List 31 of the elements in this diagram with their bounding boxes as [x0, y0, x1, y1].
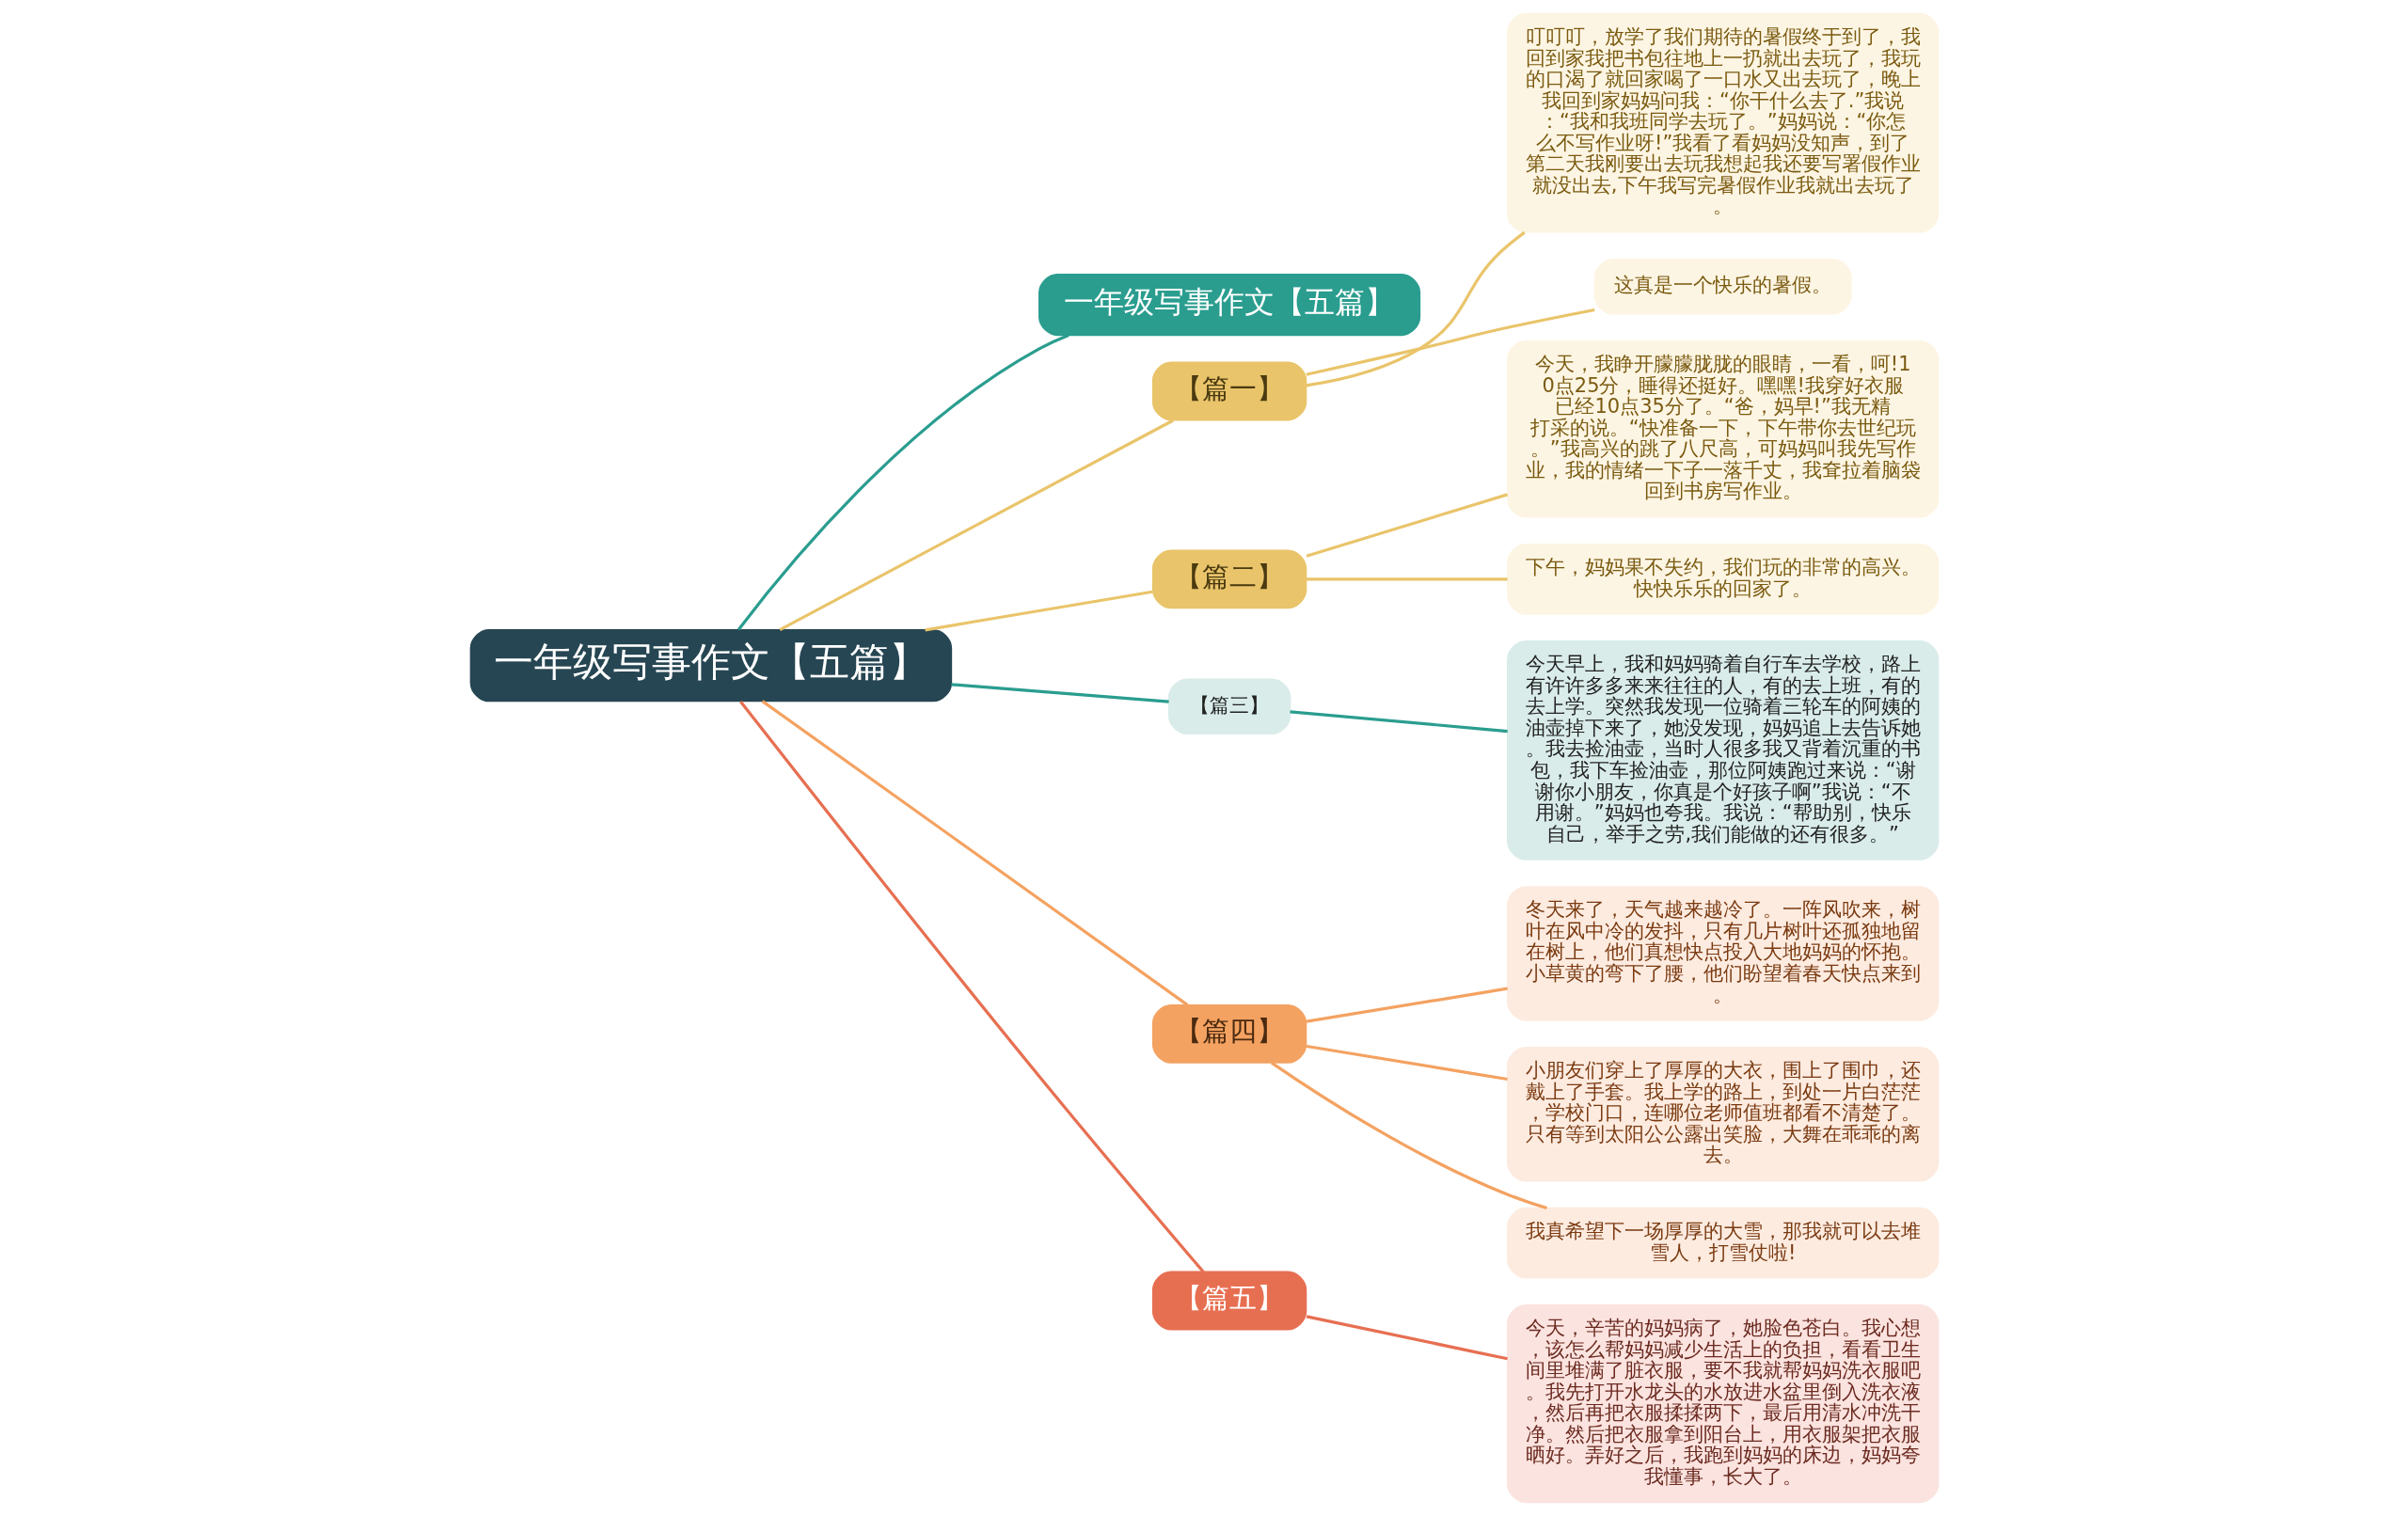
connector: [950, 683, 1169, 703]
node-box: 一年级写事作文【五篇】: [1038, 274, 1420, 337]
connector: [1306, 987, 1508, 1023]
connector: [1306, 577, 1508, 581]
node-box: 【篇四】: [1151, 1003, 1307, 1064]
node-box: 今天，我睁开朦朦胧胧的眼睛，一看，呵!10点25分，睡得还挺好。嘿嘿!我穿好衣服已经10点35分了。“爸，妈早!”我无精打采的说。“快准备一下，下午带你去世纪玩。”我高兴的跳了八尺高，可妈妈叫我先写作业，我的情绪一下子一落千丈，我耷拉着脑袋回到书房写作业。: [1506, 340, 1939, 518]
connector: [737, 333, 1069, 631]
node-box: 冬天来了，天气越来越冷了。一阵风吹来，树叶在风中冷的发抖，只有几片树叶还孤独地留在树上，他们真想快点投入大地妈妈的怀抱。小草黄的弯下了腰，他们盼望着春天快点来到。: [1506, 886, 1939, 1021]
node-box: 今天，辛苦的妈妈病了，她脸色苍白。我心想，该怎么帮妈妈减少生活上的负担，看看卫生间里堆满了脏衣服，要不我就帮妈妈洗衣服吧。我先打开水龙头的水放进水盆里倒入洗衣液，然后再把衣服揉揉两下，最后用清水冲洗干净。然后把衣服拿到阳台上，用衣服架把衣服晒好。弄好之后，我跑到妈妈的床边，妈妈夸我懂事，长大了。: [1506, 1304, 1939, 1504]
connector: [1306, 1044, 1508, 1082]
connector: [1306, 230, 1526, 387]
node-box: 今天早上，我和妈妈骑着自行车去学校，路上有许许多多来来往往的人，有的去上班，有的去上学。突然我发现一位骑着三轮车的阿姨的油壶掉下来了，她没发现，妈妈追上去告诉她。我去捡油壶，当时人很多我又背着沉重的书包，我下车捡油壶，那位阿姨跑过来说：“谢谢你小朋友，你真是个好孩子啊”我说：“不用谢。”妈妈也夸我。我说：“帮助别，快乐自己，举手之劳,我们能做的还有很多。”: [1506, 640, 1939, 861]
node-box: 一年级写事作文【五篇】: [469, 629, 952, 703]
node-box: 这真是一个快乐的暑假。: [1593, 258, 1852, 315]
node-box: 小朋友们穿上了厚厚的大衣，围上了围巾，还戴上了手套。我上学的路上，到处一片白茫茫，学校门口，连哪位老师值班都看不清楚了。只有等到太阳公公露出笑脸，大舞在乖乖的离去。: [1506, 1047, 1939, 1182]
connector: [1306, 1315, 1508, 1361]
node-box: 下午，妈妈果不失约，我们玩的非常的高兴。快快乐乐的回家了。: [1506, 543, 1939, 615]
node-box: 我真希望下一场厚厚的大雪，那我就可以去堆雪人，打雪仗啦!: [1506, 1207, 1939, 1279]
node-box: 【篇二】: [1151, 549, 1307, 609]
connector: [1270, 1061, 1547, 1210]
connector: [924, 590, 1153, 632]
node-box: 叮叮叮，放学了我们期待的暑假终于到了，我回到家我把书包往地上一扔就出去玩了，我玩的口渴了就回家喝了一口水又出去玩了，晚上我回到家妈妈问我：“你干什么去了.”我说：“我和我班同学去玩了。”妈妈说：“你怎么不写作业呀!”我看了看妈妈没知声，到了第二天我刚要出去玩我想起我还要写署假作业就没出去,下午我写完暑假作业我就出去玩了。: [1506, 12, 1939, 233]
node-box: 【篇三】: [1167, 678, 1291, 734]
connector: [1289, 710, 1508, 734]
connector: [1306, 308, 1595, 376]
connector: [778, 418, 1174, 631]
connector: [738, 700, 1204, 1273]
connector: [761, 700, 1188, 1006]
connector: [1306, 493, 1508, 558]
node-box: 【篇五】: [1151, 1271, 1307, 1331]
node-box: 【篇一】: [1151, 361, 1307, 421]
